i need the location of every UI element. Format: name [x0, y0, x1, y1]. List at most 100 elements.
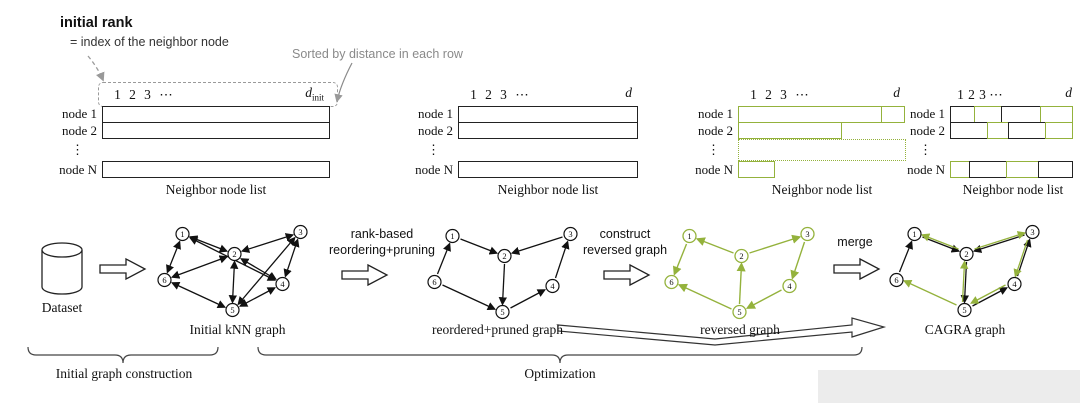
graph-node-label: 4 — [1012, 279, 1017, 289]
dashed-callout-arrow — [87, 55, 105, 82]
row-labels: node 1 node 2 ⋮ node N — [412, 106, 456, 179]
vertical-dots: ⋮ — [707, 142, 720, 157]
graph-edges — [436, 236, 570, 311]
graph-node — [1007, 276, 1022, 292]
graph-node-label: 3 — [1030, 227, 1034, 237]
graph-node-label: 6 — [894, 275, 898, 285]
row-label: node 2 — [697, 123, 733, 138]
graph-node — [275, 276, 290, 292]
table-rows — [738, 106, 906, 178]
table-rows — [458, 106, 638, 178]
graph-node — [800, 226, 815, 242]
table-row — [738, 161, 906, 178]
table-row — [738, 122, 906, 139]
graph-node — [889, 272, 904, 288]
graph-node-label: 1 — [912, 229, 916, 239]
graph-caption-reversed: reversed graph — [700, 322, 780, 337]
row-label: node 2 — [417, 123, 453, 138]
step-label-line: construct — [599, 227, 651, 241]
brace-left-label: Initial graph construction — [55, 366, 193, 381]
table-header: 1 2 3 ⋯ d — [738, 84, 906, 106]
graph-nodes: 1 2 3 4 5 6 — [157, 224, 308, 318]
graph-edges — [898, 231, 1032, 307]
table-caption: Neighbor node list — [771, 182, 873, 197]
graph-node-label: 2 — [232, 249, 236, 259]
reordered-pruned-graph: 1 2 3 4 5 6 — [427, 226, 578, 320]
sorted-by-distance-note: Sorted by distance in each row — [292, 47, 463, 61]
graph-node-label: 6 — [162, 275, 166, 285]
step-label-line: merge — [837, 235, 873, 249]
column-index: 1 — [957, 87, 964, 102]
footer-shade — [818, 370, 1080, 403]
graph-node-label: 5 — [737, 307, 741, 317]
d-label: d — [1065, 85, 1072, 101]
graph-node — [495, 304, 510, 320]
table-row — [950, 161, 1076, 178]
table-row — [738, 106, 906, 123]
graph-nodes: 1 2 3 4 5 6 — [427, 226, 578, 320]
graph-node — [175, 226, 190, 242]
table-gap — [950, 139, 1076, 161]
graph-node-label: 2 — [964, 249, 968, 259]
graph-node — [732, 304, 747, 320]
step-label-line: reversed graph — [582, 243, 668, 257]
table-row — [950, 122, 1076, 139]
graph-node — [782, 278, 797, 294]
graph-node-label: 4 — [550, 281, 555, 291]
graph-node — [957, 302, 972, 318]
graph-node-label: 5 — [962, 305, 966, 315]
flow-arrow-2 — [341, 263, 389, 287]
table-rows — [102, 106, 330, 178]
row-label: node 1 — [417, 106, 453, 121]
graph-node — [497, 248, 512, 264]
table-caption: Neighbor node list — [497, 182, 599, 197]
column-index: 3 — [979, 87, 986, 102]
table-caption: Neighbor node list — [962, 182, 1064, 197]
graph-node — [445, 228, 460, 244]
initial-knn-graph: 1 2 3 4 5 6 — [157, 224, 308, 318]
reversed-graph: 1 2 3 4 5 6 — [664, 226, 815, 320]
row-label: node 1 — [909, 106, 945, 121]
graph-node-label: 3 — [298, 227, 302, 237]
column-index: 3 — [500, 87, 507, 102]
graph-node-label: 3 — [805, 229, 809, 239]
graph-node-label: 1 — [450, 231, 454, 241]
table-row — [102, 106, 330, 123]
graph-node — [907, 226, 922, 242]
graph-node — [227, 246, 242, 262]
dataset-label: Dataset — [41, 300, 83, 315]
graph-node-label: 1 — [687, 231, 691, 241]
brace-right-label: Optimization — [524, 366, 596, 381]
ellipsis: ⋯ — [159, 87, 173, 102]
table-row — [102, 122, 330, 139]
step-label-line: reordering+pruning — [329, 243, 435, 257]
graph-node-label: 4 — [280, 279, 285, 289]
column-index: 3 — [780, 87, 787, 102]
brace-right — [257, 346, 863, 364]
vertical-dots: ⋮ — [71, 142, 84, 157]
graph-node — [157, 272, 172, 288]
row-labels: node 1 node 2 ⋮ node N — [56, 106, 100, 179]
graph-node-label: 2 — [739, 251, 743, 261]
graph-nodes: 1 2 3 4 5 6 — [664, 226, 815, 320]
column-index: 1 — [470, 87, 477, 102]
step-label-merge: merge — [820, 234, 890, 250]
graph-node-label: 5 — [230, 305, 234, 315]
table-gap — [738, 139, 906, 161]
table-row — [950, 106, 1076, 123]
graph-caption-cagra: CAGRA graph — [924, 322, 1006, 337]
column-index: 2 — [485, 87, 492, 102]
graph-node-label: 6 — [432, 277, 436, 287]
row-label: node N — [59, 162, 97, 177]
row-label: node N — [695, 162, 733, 177]
step-label-line: rank-based — [350, 227, 414, 241]
row-label: node 1 — [61, 106, 97, 121]
graph-node-label: 4 — [787, 281, 792, 291]
graph-node — [664, 274, 679, 290]
column-index: 2 — [968, 87, 975, 102]
vertical-dots: ⋮ — [427, 142, 440, 157]
table-gap — [102, 139, 330, 161]
graph-node-label: 1 — [180, 229, 184, 239]
